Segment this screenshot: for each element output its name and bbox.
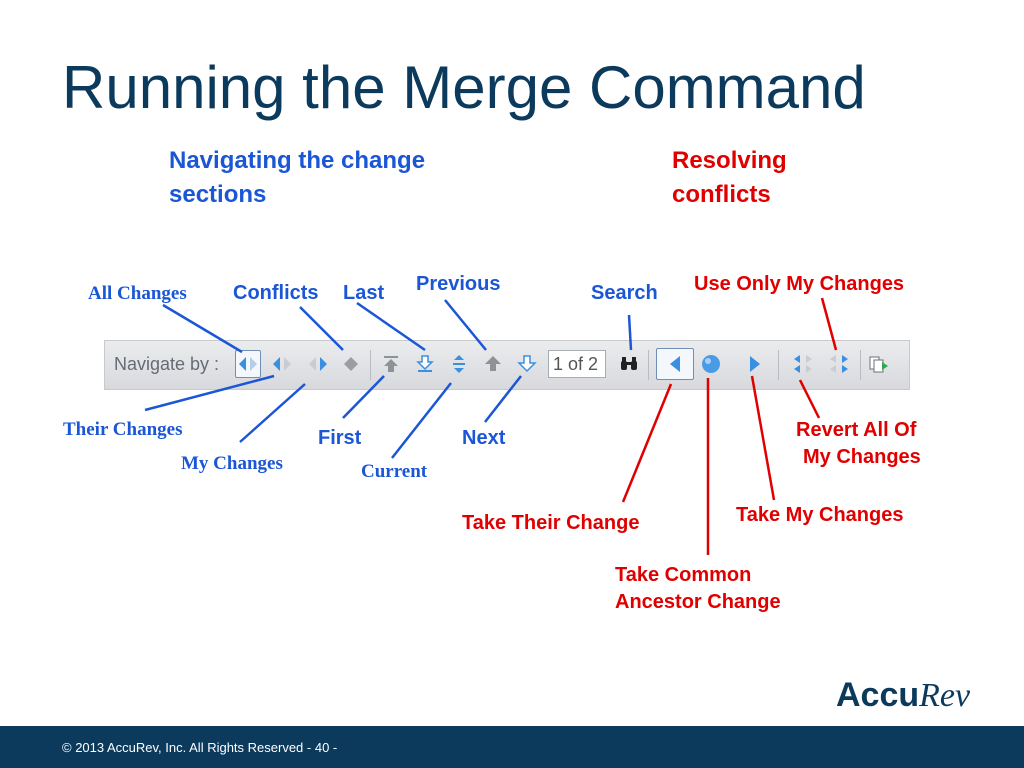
label-next: Next (462, 427, 506, 449)
label-conflicts: Conflicts (233, 282, 319, 304)
last-arrow-icon[interactable] (412, 350, 438, 378)
their-changes-nav-icon[interactable] (269, 350, 295, 378)
current-callout-line (391, 382, 452, 459)
toolbar-separator (648, 350, 649, 380)
toolbar-separator (778, 350, 779, 380)
footer-copyright: © 2013 AccuRev, Inc. All Rights Reserved… (62, 740, 338, 755)
common-ancestor-circle-icon[interactable] (698, 350, 724, 378)
revert-all-icon[interactable] (790, 350, 816, 378)
label-take-their-change: Take Their Change (462, 512, 640, 534)
label-all-changes: All Changes (88, 283, 187, 304)
label-first: First (318, 427, 362, 449)
label-search: Search (591, 282, 658, 304)
page-indicator-field[interactable]: 1 of 2 (548, 350, 606, 378)
label-previous: Previous (416, 273, 501, 295)
conflicts-diamond-icon[interactable] (338, 350, 364, 378)
my-changes-nav-icon[interactable] (305, 350, 331, 378)
nav-section-heading: Navigating the change sections (169, 147, 426, 208)
take-right-icon[interactable] (742, 350, 768, 378)
label-use-only-my-changes: Use Only My Changes (694, 273, 905, 295)
label-current: Current (361, 461, 428, 482)
my-changes-callout-line (239, 383, 306, 443)
next-arrow-icon[interactable] (514, 350, 540, 378)
toolbar-separator (370, 350, 371, 380)
footer-bar (0, 726, 1024, 768)
take-their-change-callout-line (621, 383, 673, 503)
merge-export-icon[interactable] (866, 350, 892, 378)
current-arrow-icon[interactable] (446, 350, 472, 378)
slide-title: Running the Merge Command (62, 54, 866, 121)
logo-part2: Rev (919, 677, 971, 714)
toolbar-separator (860, 350, 861, 380)
label-revert-all-of-my-changes-line2: My Changes (803, 446, 921, 468)
resolve-section-heading: Resolving conflicts (672, 147, 787, 208)
binoculars-icon[interactable] (616, 350, 642, 378)
label-take-my-changes: Take My Changes (736, 504, 904, 526)
label-their-changes: Their Changes (63, 419, 183, 440)
label-last: Last (343, 282, 385, 304)
use-only-my-changes-icon[interactable] (826, 350, 852, 378)
take-left-icon[interactable] (656, 348, 694, 380)
label-take-common-ancestor-line2: Ancestor Change (615, 591, 781, 613)
label-revert-all-of-my-changes-line1: Revert All Of (796, 419, 917, 441)
take-my-changes-callout-line (750, 375, 776, 501)
all-changes-nav-icon[interactable] (235, 350, 261, 378)
navigate-by-label: Navigate by : (114, 354, 220, 374)
logo-part1: Accu (836, 676, 920, 714)
label-take-common-ancestor-line1: Take Common (615, 564, 752, 586)
accurev-logo: AccuRev (836, 676, 970, 715)
label-my-changes: My Changes (181, 453, 283, 474)
first-arrow-icon[interactable] (378, 350, 404, 378)
previous-arrow-icon[interactable] (480, 350, 506, 378)
